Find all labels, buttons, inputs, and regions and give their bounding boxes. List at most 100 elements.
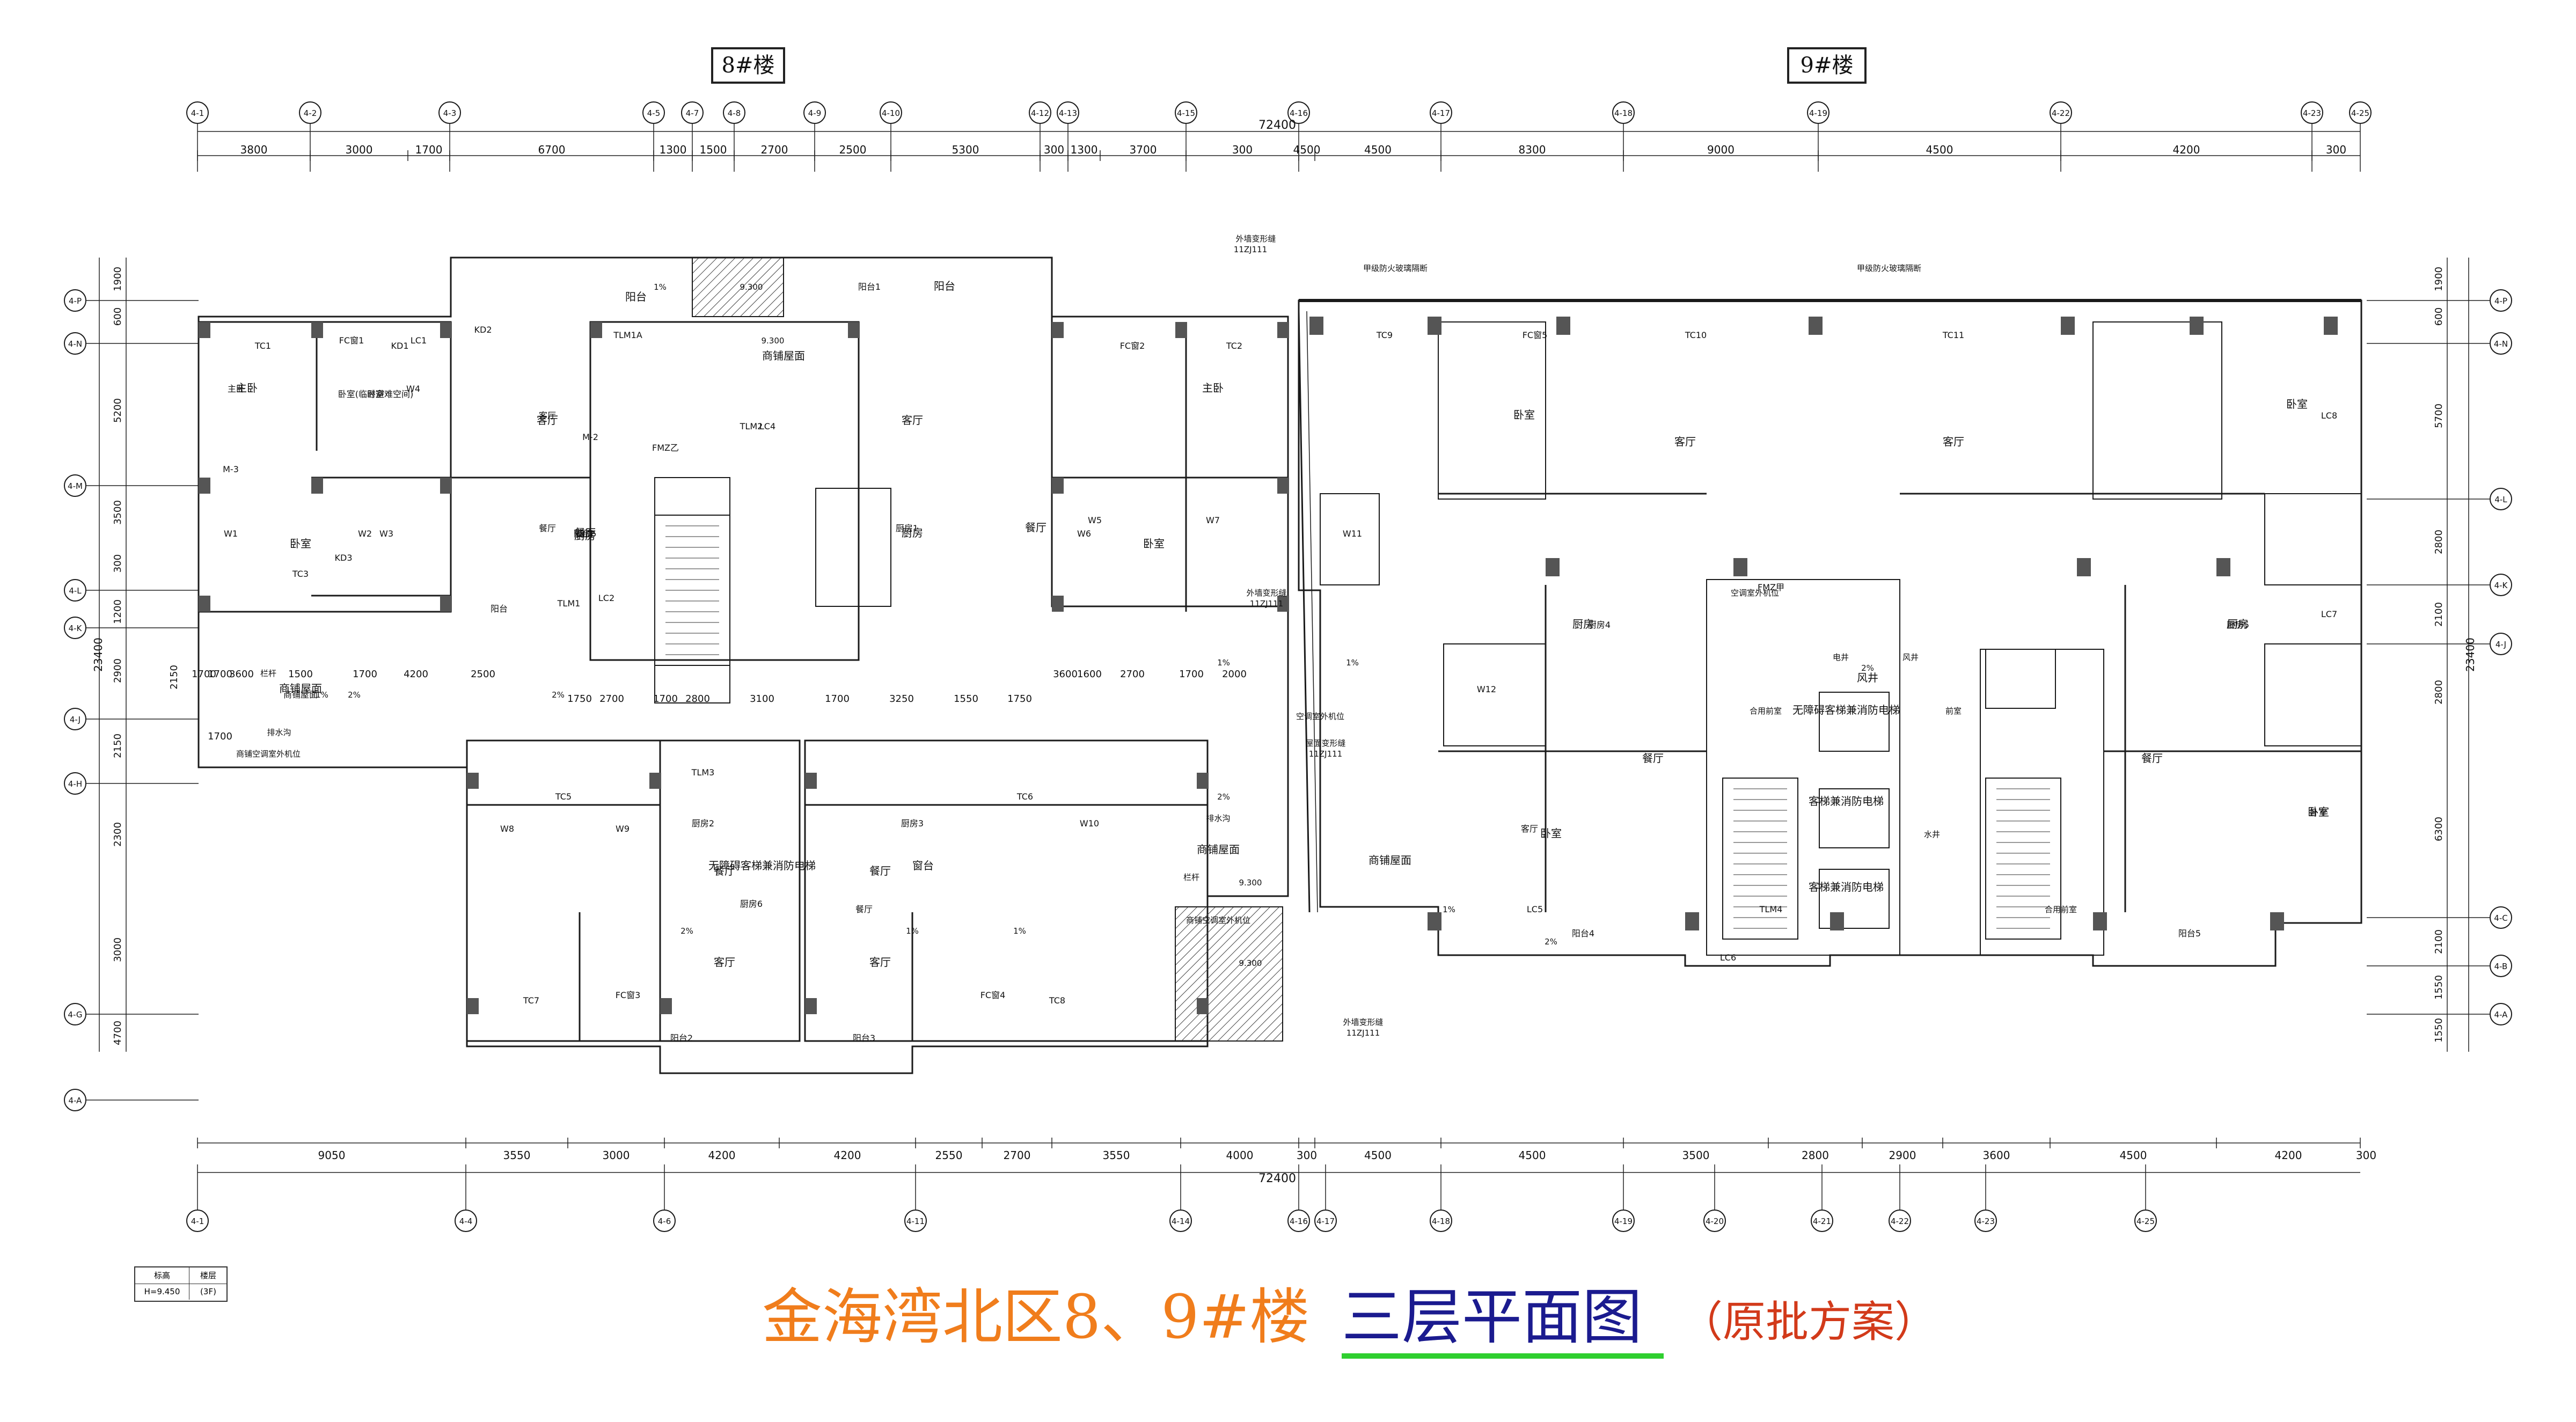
core-9a [1706, 579, 1900, 956]
room-label: 厨房 [576, 529, 594, 539]
grid-bubble-top-label: 4-10 [882, 108, 900, 118]
room-label: W5 [1088, 515, 1102, 525]
bath-9-sw [1443, 643, 1546, 746]
dim-mid-10: 3100 [750, 693, 774, 705]
legend-elevation-value: H=9.450 [144, 1287, 180, 1296]
dim-left-6: 2900 [112, 658, 123, 683]
room-label: 商铺屋面 [283, 690, 318, 700]
room-name-kitchen: 厨房 [902, 526, 923, 539]
room-label: 厨房1 [896, 523, 918, 533]
grid-bubble-bottom-label: 4-25 [2136, 1216, 2155, 1226]
annotation: 9.300 [740, 282, 763, 292]
dim-bottom-15: 3600 [1983, 1149, 2010, 1162]
annotation: 2% [348, 690, 361, 700]
column [848, 322, 860, 338]
legend-floor-value: (3F) [189, 1284, 227, 1300]
dim-right-total: 23400 [2464, 637, 2477, 672]
unit-8-sw [466, 739, 801, 1042]
dim-top-9: 300 [1044, 143, 1064, 156]
room-label: 阳台6 [574, 529, 596, 539]
room-label: TC3 [292, 569, 309, 579]
room-label: KD3 [335, 553, 353, 563]
dim-top-10: 1300 [1071, 143, 1098, 156]
dim-top-6: 2700 [761, 143, 788, 156]
room-name-living: 客厅 [714, 956, 735, 969]
column [1428, 912, 1441, 930]
room-label: 厨房6 [740, 899, 763, 909]
room-label: LC8 [2321, 411, 2337, 421]
annotation: 11ZJ111 [1250, 599, 1283, 609]
column [1685, 912, 1699, 930]
grid-bubble-left-label: 4-G [68, 1010, 82, 1020]
dim-left-2: 5200 [112, 398, 123, 423]
annotation: 屋面变形缝 [1305, 738, 1345, 748]
annotation: 2% [1861, 663, 1874, 673]
column [2061, 317, 2075, 335]
dim-right-6: 6300 [2433, 817, 2445, 841]
room-name-shop_roof: 商铺屋面 [1368, 854, 1411, 867]
column [2093, 912, 2107, 930]
dim-bottom-0: 9050 [318, 1149, 346, 1162]
annotation: 甲级防火玻璃隔断 [1363, 263, 1428, 273]
dim-right-4: 2100 [2433, 602, 2445, 627]
dim-bottom-13: 2800 [1802, 1149, 1829, 1162]
grid-bubble-top-label: 4-5 [647, 108, 661, 118]
dim-top-3: 6700 [538, 143, 566, 156]
room-label: TC9 [1376, 330, 1393, 340]
room-label: W4 [406, 384, 420, 394]
annotation: 1% [654, 282, 667, 292]
room-name-elevator_fire: 无障碍客梯兼消防电梯 [708, 859, 816, 872]
room-name-dining: 餐厅 [1025, 521, 1046, 534]
grid-bubble-right-label: 4-P [2494, 296, 2507, 306]
grid-bubble-top-label: 4-17 [1432, 108, 1450, 118]
dim-top-8: 5300 [952, 143, 979, 156]
room-label: TC8 [1049, 995, 1065, 1006]
annotation: 水井 [1924, 830, 1940, 839]
annotation: 电井 [1833, 653, 1849, 662]
room-name-living: 客厅 [537, 414, 558, 427]
dim-mid-2: 1500 [288, 669, 313, 680]
title-sub: 三层平面图 [1342, 1282, 1642, 1352]
grid-bubble-left-label: 4-L [69, 586, 82, 596]
grid-bubble-bottom-label: 4-20 [1706, 1216, 1724, 1226]
column [1556, 317, 1570, 335]
grid-bubble-top-label: 4-23 [2303, 108, 2321, 118]
dim-left-10: 3000 [112, 937, 123, 962]
dim-side-1: 1700 [208, 669, 232, 680]
room-label: 厨房4 [1588, 620, 1611, 630]
annotation: 2% [1217, 792, 1230, 802]
annotation: 2% [552, 690, 565, 700]
elevator-9d [1985, 649, 2056, 709]
column [440, 322, 452, 338]
grid-bubble-left-label: 4-J [70, 715, 80, 724]
dim-left-0: 1900 [112, 267, 123, 291]
room-label: FC窗5 [1523, 330, 1548, 340]
dim-bottom-1: 3550 [503, 1149, 531, 1162]
grid-bubble-left-label: 4-H [68, 779, 82, 789]
annotation: 11ZJ111 [1309, 749, 1342, 759]
room-name-bedroom: 卧室 [2308, 805, 2329, 818]
dim-bottom-14: 2900 [1889, 1149, 1916, 1162]
bath-9-e [2264, 493, 2362, 585]
room-name-window_roof: 窗台 [912, 859, 934, 872]
grid-bubble-top-label: 4-7 [686, 108, 699, 118]
dim-bottom-12: 3500 [1682, 1149, 1710, 1162]
annotation: 合用前室 [1750, 706, 1782, 716]
annotation: 商铺空调室外机位 [1186, 915, 1250, 925]
elevation-legend: 标高 楼层 H=9.450 (3F) [134, 1266, 228, 1302]
annotation: 甲级防火玻璃隔断 [1857, 263, 1921, 273]
column [2270, 912, 2284, 930]
room-label: 主卧 [228, 384, 245, 394]
dim-mid-8: 1700 [653, 693, 678, 705]
dim-left-4: 300 [112, 554, 123, 573]
room-label: 阳台1 [858, 282, 881, 292]
dim-mid-18: 1700 [1179, 669, 1204, 680]
elevator-9b [1819, 788, 1890, 848]
plan-linework [64, 101, 2512, 1232]
annotation: 风井 [1902, 653, 1919, 662]
annotation: 外墙变形缝 [1343, 1017, 1383, 1027]
dim-right-9: 1550 [2433, 975, 2445, 1000]
dim-mid-16: 1600 [1077, 669, 1102, 680]
column [1197, 773, 1209, 789]
dim-top-16: 9000 [1707, 143, 1735, 156]
